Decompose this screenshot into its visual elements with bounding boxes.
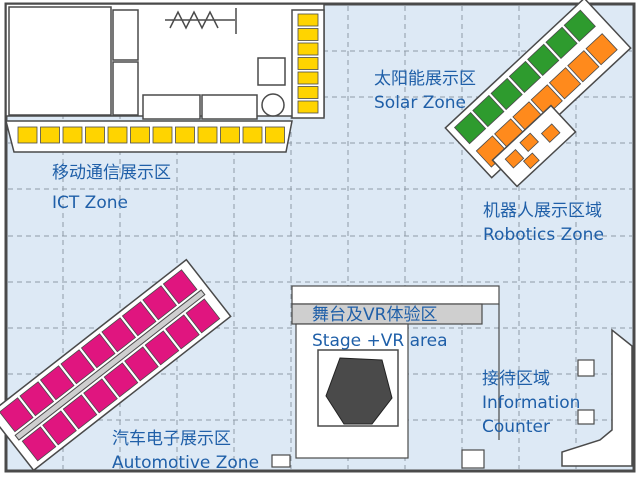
car-display-icon xyxy=(101,317,137,353)
robotics-zone-name-en: Robotics Zone xyxy=(483,225,604,245)
ict-booth-icon xyxy=(297,71,319,85)
ict-booth-icon xyxy=(297,28,319,41)
solar-panel-icon xyxy=(453,111,487,145)
ict-large-box xyxy=(8,6,112,116)
ict-box xyxy=(257,57,286,86)
car-display-icon xyxy=(162,269,198,305)
stage-seat-icon xyxy=(325,357,393,425)
ict-zone-area xyxy=(5,3,325,153)
car-display-icon xyxy=(185,298,221,334)
solar-panel-icon xyxy=(527,43,560,76)
solar-panel-icon xyxy=(472,94,505,128)
car-display-icon xyxy=(19,381,55,417)
ict-booth-icon xyxy=(85,126,105,144)
solar-panel-icon xyxy=(545,26,578,59)
ict-box xyxy=(112,9,139,61)
car-display-icon xyxy=(83,378,118,414)
car-display-icon xyxy=(165,314,200,350)
ict-booth-icon xyxy=(297,42,319,56)
ict-zone-name-en: ICT Zone xyxy=(52,193,128,213)
ict-rack xyxy=(165,8,237,34)
ict-booth-icon xyxy=(220,126,240,144)
ict-booth-icon xyxy=(17,126,38,144)
ict-counter xyxy=(142,94,201,120)
ict-zone-label: 移动通信展示区 ICT Zone xyxy=(52,161,171,215)
solar-panels xyxy=(453,9,596,145)
automotive-zone-label: 汽车电子展示区 Automotive Zone xyxy=(112,427,259,475)
car-display-icon xyxy=(142,285,178,321)
stage-area xyxy=(291,285,500,459)
stage-zone-label: 舞台及VR体验区 Stage +VR area xyxy=(312,303,448,353)
robotics-zone-label: 机器人展示区域 Robotics Zone xyxy=(483,199,604,247)
ict-booth-icon xyxy=(107,126,128,144)
ict-booth-icon xyxy=(175,126,195,144)
ict-booth-icon xyxy=(265,126,285,144)
ict-booth-icon xyxy=(297,86,319,99)
car-display-icon xyxy=(144,330,180,366)
robotics-zone-name-cn: 机器人展示区域 xyxy=(483,201,602,221)
ict-booth-icon xyxy=(40,126,60,144)
ict-booth-icon xyxy=(297,13,319,27)
car-display-icon xyxy=(124,346,159,382)
ict-box xyxy=(112,61,139,116)
ict-booths xyxy=(17,13,319,144)
info-zone-name-en-1: Information xyxy=(482,393,581,413)
ict-booth-icon xyxy=(297,100,319,114)
solar-panel-icon xyxy=(490,77,523,111)
stage-zone-name-en: Stage +VR area xyxy=(312,331,448,351)
car-display-icon xyxy=(39,365,75,401)
car-display-icon xyxy=(62,394,98,430)
ict-booth-icon xyxy=(197,126,218,144)
solar-zone-name-en: Solar Zone xyxy=(374,93,467,113)
solar-panel-icon xyxy=(508,60,542,94)
ict-zone-name-cn: 移动通信展示区 xyxy=(52,163,171,183)
ict-booth-icon xyxy=(242,126,263,144)
solar-panel-icon xyxy=(563,9,596,42)
automotive-stand xyxy=(0,258,232,472)
ict-booth-icon xyxy=(62,126,83,144)
ict-booth-icon xyxy=(297,57,319,70)
info-zone-name-en-2: Counter xyxy=(482,417,550,437)
robot-station-icon xyxy=(548,67,582,100)
info-counter-area xyxy=(271,328,633,469)
automotive-zone-name-en: Automotive Zone xyxy=(112,453,260,473)
car-display-icon xyxy=(42,410,77,446)
car-display-icon xyxy=(80,333,116,369)
car-display-icon xyxy=(60,349,96,385)
ict-round-seat xyxy=(261,93,285,117)
info-zone-label: 接待区域 Information Counter xyxy=(482,367,580,439)
car-display-icon xyxy=(0,397,34,433)
ict-counter xyxy=(201,94,258,120)
car-displays xyxy=(0,269,221,462)
stage-zone-name-cn: 舞台及VR体验区 xyxy=(312,305,438,325)
car-display-icon xyxy=(21,426,57,462)
info-zone-name-cn: 接待区域 xyxy=(482,369,550,389)
ict-booth-icon xyxy=(152,126,173,144)
automotive-zone-name-cn: 汽车电子展示区 xyxy=(112,429,231,449)
car-display-icon xyxy=(103,362,139,398)
ict-booth-icon xyxy=(130,126,150,144)
solar-zone-label: 太阳能展示区 Solar Zone xyxy=(374,67,476,115)
car-display-icon xyxy=(121,301,157,337)
robot-station-icon xyxy=(585,33,618,66)
robot-station-icon xyxy=(567,50,600,83)
solar-zone-name-cn: 太阳能展示区 xyxy=(374,69,476,89)
robotics-floor-area xyxy=(491,104,577,188)
